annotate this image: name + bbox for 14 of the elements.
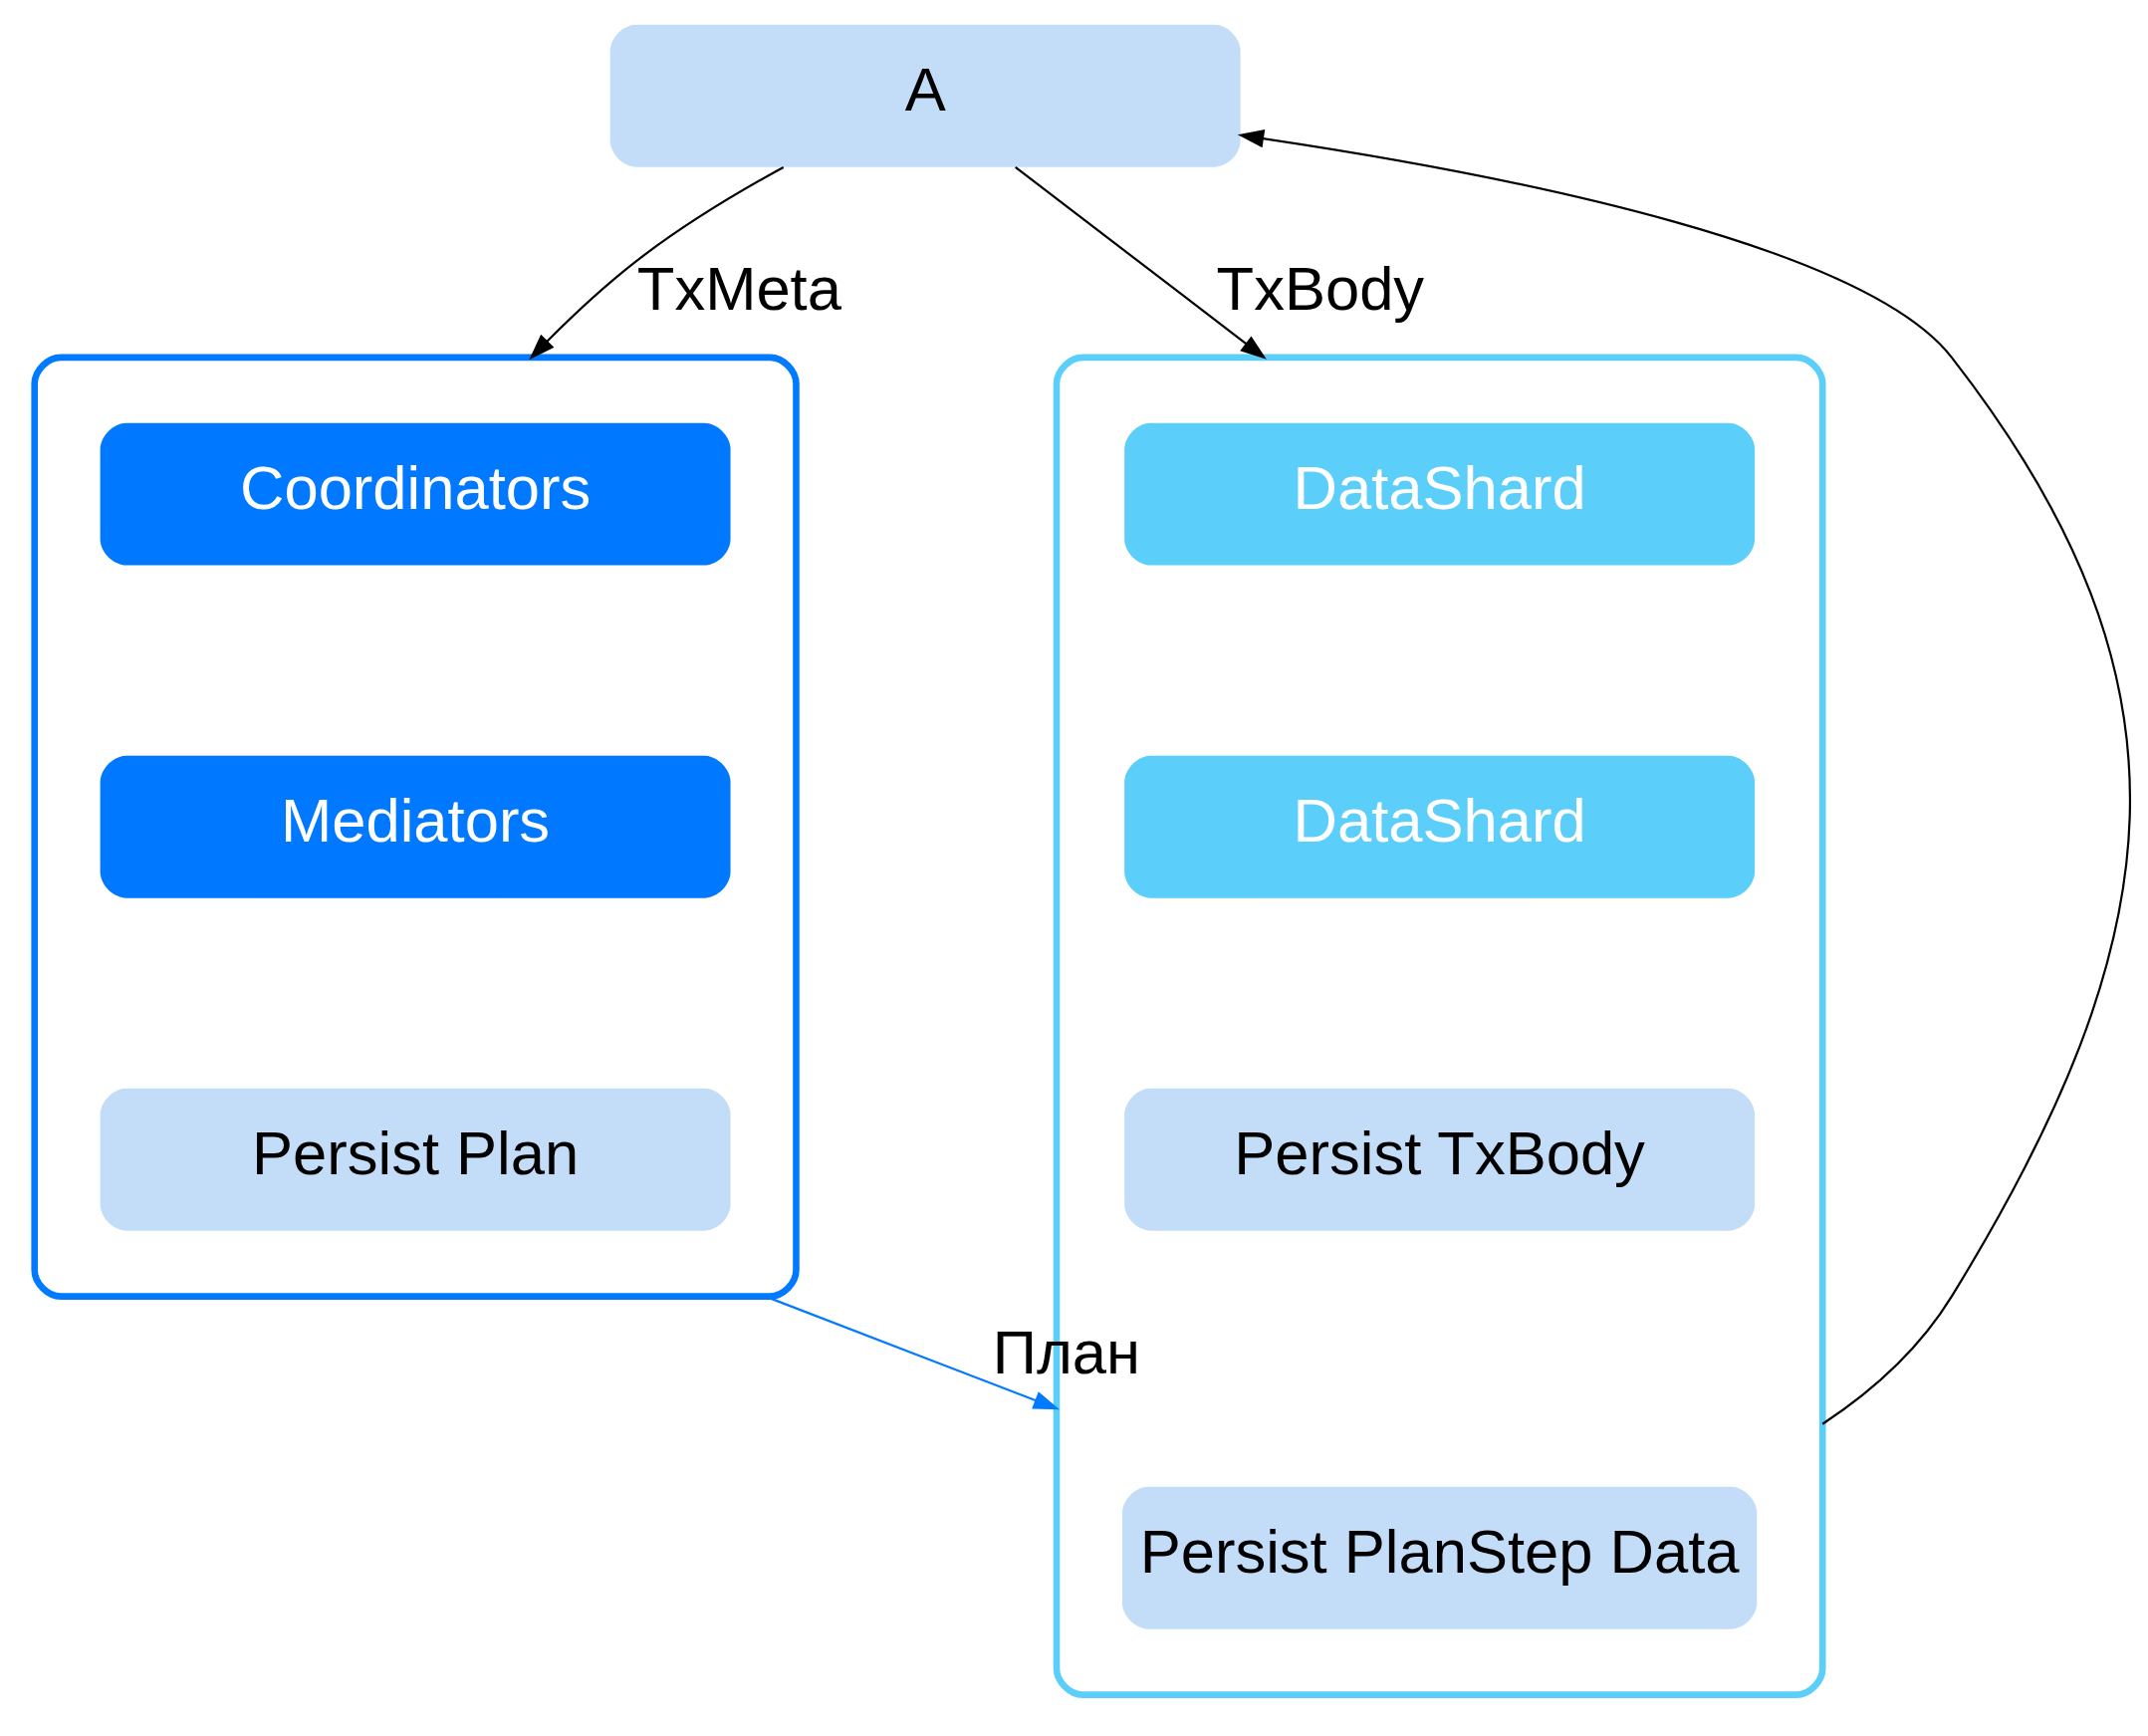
node-box: Persist Plan [100,1088,731,1231]
edge-label: TxBody [1216,253,1425,323]
node-box: DataShard [1124,755,1756,898]
arrow [529,165,785,360]
node-box: Coordinators [100,422,731,566]
arrow [1015,165,1267,360]
node-box: Persist PlanStep Data [1121,1486,1758,1629]
node-box: A [609,24,1241,167]
node-box: DataShard [1124,422,1756,566]
node-box: Persist TxBody [1124,1088,1756,1231]
arrow [1237,128,2131,1425]
cluster [31,354,800,1300]
node-box: Mediators [100,755,731,898]
edge-label: TxMeta [636,253,841,323]
